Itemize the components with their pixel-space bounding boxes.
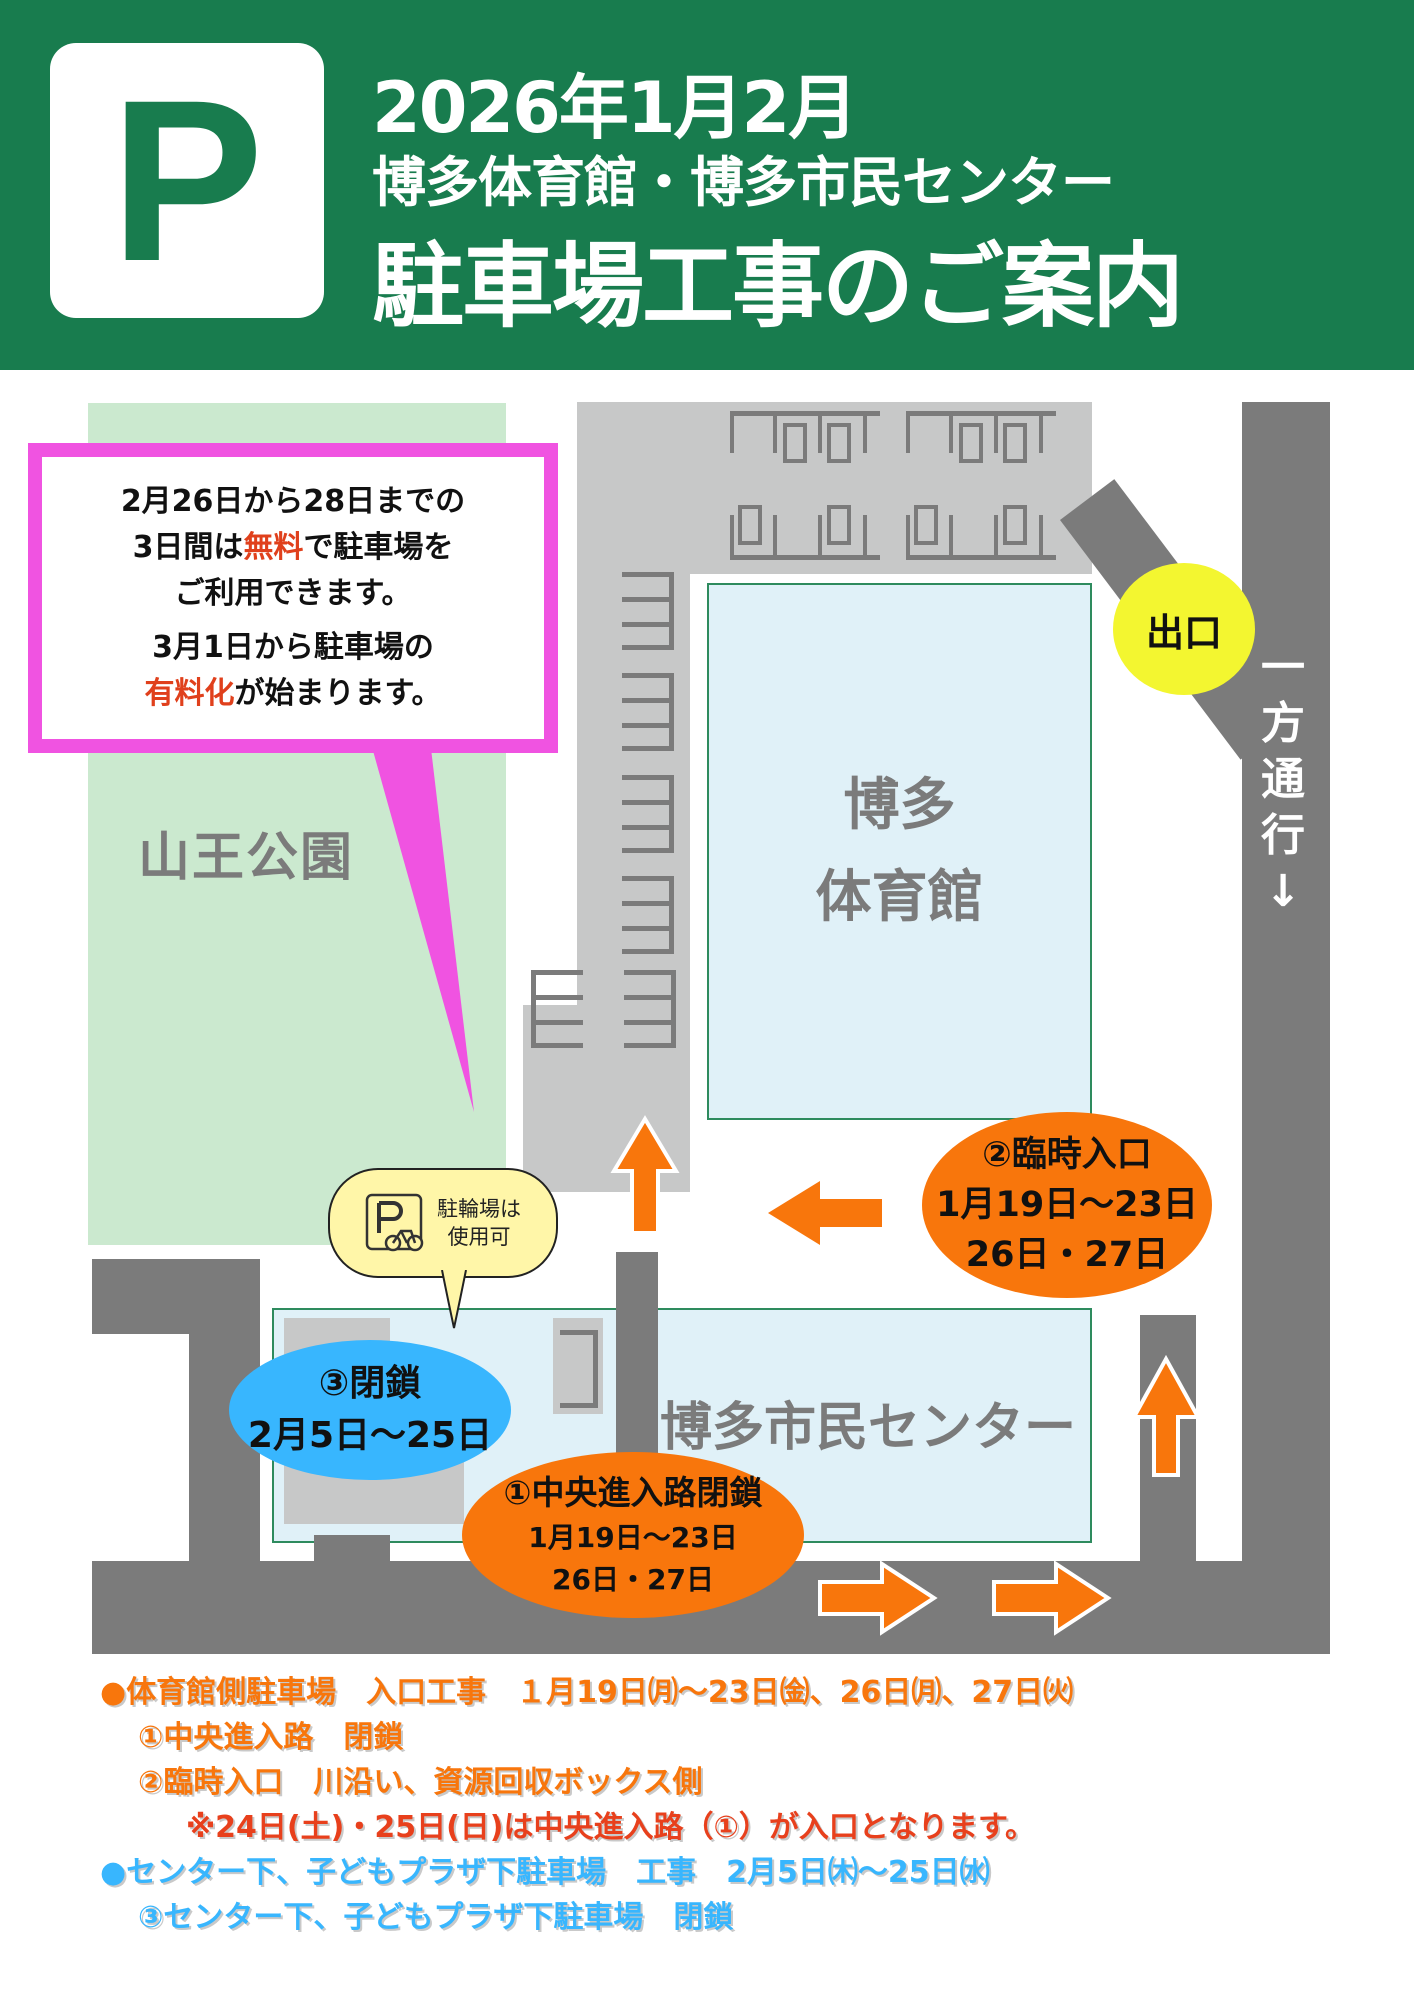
hakata-gymnasium — [707, 583, 1092, 1120]
center-stub-road — [314, 1535, 390, 1563]
parking-stall — [560, 1330, 598, 1408]
gym-label: 博多 体育館 — [815, 773, 984, 930]
construction-legend: ●体育館側駐車場 入口工事 １月19日㈪〜23日㈮、26日㈪、27日㈫ ①中央進… — [100, 1670, 1400, 1940]
legend-item: ②臨時入口 川沿い、資源回収ボックス側 — [138, 1765, 703, 1800]
free-parking-notice: 2月26日から28日までの 3日間は無料で駐車場を ご利用できます。 3月1日か… — [28, 443, 558, 753]
legend-item: ●センター下、子どもプラザ下駐車場 工事 2月5日㈭〜25日㈬ — [100, 1855, 990, 1890]
parking-icon: P — [50, 43, 324, 318]
arrow-up-icon — [610, 1115, 680, 1235]
one-way-road — [1242, 402, 1330, 1652]
temp-entrance-callout: ②臨時入口 1月19日〜23日 26日・27日 — [922, 1112, 1212, 1298]
civic-center-label: 博多市民センター — [660, 1398, 1077, 1458]
notice-pointer — [370, 740, 474, 1112]
bubble-tail — [441, 1270, 467, 1329]
arrow-right-icon — [818, 1560, 938, 1636]
closure3-callout: ③閉鎖 2月5日〜25日 — [229, 1340, 511, 1480]
exit-marker: 出口 — [1113, 563, 1255, 695]
header-facilities: 博多体育館・博多市民センター — [372, 151, 1115, 214]
arrow-up-right-icon — [1130, 1355, 1202, 1477]
central-road-closure-callout: ①中央進入路閉鎖 1月19日〜23日 26日・27日 — [462, 1452, 804, 1618]
legend-item: ①中央進入路 閉鎖 — [138, 1720, 404, 1755]
legend-item: ※24日(土)・25日(日)は中央進入路（①）が入口となります。 — [186, 1810, 1036, 1845]
parking-badge-letter: P — [110, 52, 264, 309]
bicycle-parking-bubble: 駐輪場は 使用可 — [328, 1168, 558, 1278]
one-way-label: 一 方 通 行 ↓ — [1261, 642, 1305, 917]
page-title: 駐車場工事のご案内 — [372, 233, 1184, 340]
park-label: 山王公園 — [138, 828, 355, 888]
header-banner: P 2026年1月2月 博多体育館・博多市民センター 駐車場工事のご案内 — [0, 0, 1414, 370]
bicycle-parking-icon — [365, 1193, 424, 1252]
legend-item: ●体育館側駐車場 入口工事 １月19日㈪〜23日㈮、26日㈪、27日㈫ — [100, 1675, 1074, 1710]
legend-item: ③センター下、子どもプラザ下駐車場 閉鎖 — [138, 1900, 734, 1935]
arrow-right-icon — [992, 1560, 1112, 1636]
header-date: 2026年1月2月 — [372, 67, 858, 149]
arrow-left-icon — [768, 1181, 882, 1245]
